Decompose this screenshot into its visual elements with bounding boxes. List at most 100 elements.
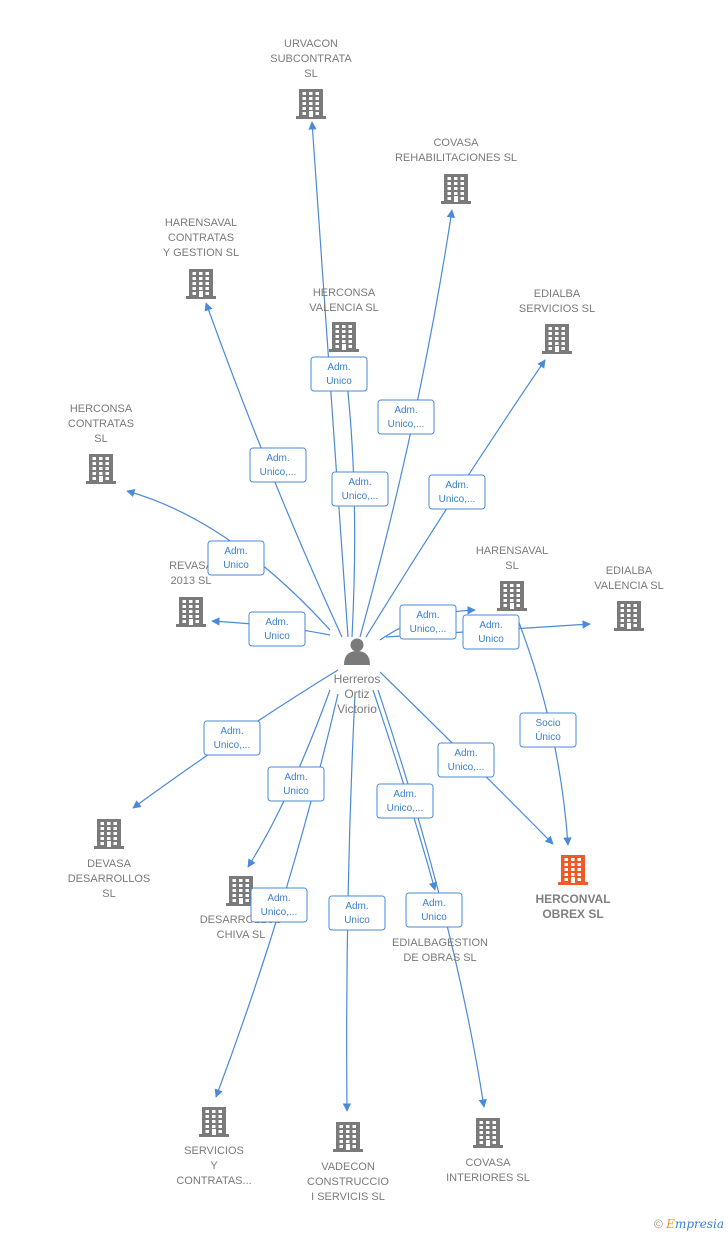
relation-label-line: Adm.: [422, 898, 445, 909]
person-name-line: Victorio: [337, 702, 377, 716]
building-icon: [473, 1118, 503, 1148]
building-icon: [199, 1107, 229, 1137]
company-name-line: HERCONSA: [70, 403, 133, 415]
relation-label-box: [437, 742, 495, 778]
brand-logo-initial: E: [666, 1217, 675, 1231]
relation-label-box: [462, 614, 520, 650]
company-name-line: HARENSAVAL: [165, 217, 237, 229]
person-name-line: Ortiz: [344, 687, 369, 701]
brand-logo-text: mpresia: [674, 1217, 724, 1231]
building-icon: [296, 89, 326, 119]
relation-label-line: Unico: [421, 912, 447, 923]
relation-label-line: Adm.: [284, 772, 307, 783]
relation-label-harensaval-contratas[interactable]: Adm.Unico,...: [249, 447, 307, 483]
company-name-line: Y GESTION SL: [163, 247, 239, 259]
relation-label-vadecon[interactable]: Adm.Unico: [328, 895, 386, 931]
building-icon: [226, 876, 256, 906]
company-name-line: CONTRATAS: [168, 232, 234, 244]
relation-label-herconsa-valencia[interactable]: Adm.Unico,...: [331, 471, 389, 507]
relation-label-edialba-servicios[interactable]: Adm.Unico,...: [428, 474, 486, 510]
company-name-line: EDIALBA: [534, 288, 581, 300]
relation-label-covasa-rehab[interactable]: Adm.Unico,...: [377, 399, 435, 435]
relation-label-line: Unico,...: [214, 740, 251, 751]
building-icon: [441, 174, 471, 204]
copyright-icon: ©: [653, 1217, 663, 1231]
company-name-line: INTERIORES SL: [446, 1172, 530, 1184]
relation-label-servicios-contratas[interactable]: Adm. Unico,...: [250, 887, 308, 923]
person-name-line: Herreros: [334, 672, 381, 686]
company-name-line: DE OBRAS SL: [403, 952, 476, 964]
relation-label-line: Adm.: [348, 477, 371, 488]
relation-label-devasa[interactable]: Adm. Unico,...: [203, 720, 261, 756]
building-icon: [542, 324, 572, 354]
relation-label-line: Adm.: [266, 453, 289, 464]
company-name-line: SL: [304, 68, 317, 80]
relation-label-herconval[interactable]: Adm.Unico,...: [437, 742, 495, 778]
relation-label-urvacon[interactable]: Adm.Unico: [310, 356, 368, 392]
company-node-harensaval-contratas[interactable]: HARENSAVAL CONTRATAS Y GESTION SL: [163, 217, 239, 299]
building-icon: [186, 269, 216, 299]
relation-label-edialba-valencia[interactable]: Adm.Unico: [462, 614, 520, 650]
relation-label-line: Adm.: [454, 748, 477, 759]
relation-label-box: [207, 540, 265, 576]
company-name-line: EDIALBAGESTION: [392, 937, 488, 949]
relation-label-line: Unico: [326, 376, 352, 387]
relation-label-line: Unico,...: [410, 624, 447, 635]
relation-label-revasa[interactable]: Adm.Unico: [248, 611, 306, 647]
company-node-servicios-contratas[interactable]: SERVICIOSYCONTRATAS...: [176, 1107, 252, 1187]
relation-label-line: Unico: [264, 631, 290, 642]
company-name-line: SL: [505, 560, 518, 572]
company-name-line: 2013 SL: [171, 575, 212, 587]
relation-label-line: Adm.: [224, 546, 247, 557]
company-name-line: HERCONVAL: [535, 892, 610, 906]
relation-label-line: Socio: [535, 718, 560, 729]
relation-label-line: Adm.: [220, 726, 243, 737]
person-icon: [344, 638, 370, 665]
relation-label-edialbagestion[interactable]: Adm.Unico,...: [376, 783, 434, 819]
company-name-line: VALENCIA SL: [594, 580, 664, 592]
company-name-line: CONTRATAS...: [176, 1175, 251, 1187]
relation-label-line: Adm.: [394, 405, 417, 416]
relation-label-line: Unico,...: [261, 907, 298, 918]
relation-label-line: Adm.: [267, 893, 290, 904]
relation-label-line: Adm.: [393, 789, 416, 800]
relation-label-box: [331, 471, 389, 507]
building-icon: [329, 322, 359, 352]
relation-label-line: Unico: [478, 634, 504, 645]
brand-logo: Empresia: [666, 1217, 724, 1231]
relation-label-box: [310, 356, 368, 392]
relation-label-box: [399, 604, 457, 640]
relation-label-harensaval[interactable]: Adm.Unico,...: [399, 604, 457, 640]
relation-label-desarrollos-chiva[interactable]: Adm.Unico: [267, 766, 325, 802]
relation-label-line: Unico,...: [439, 494, 476, 505]
company-name-line: SERVICIOS: [184, 1145, 244, 1157]
company-name-line: COVASA: [465, 1157, 511, 1169]
company-node-covasa-interiores[interactable]: COVASA INTERIORES SL: [446, 1118, 530, 1184]
relation-label-box: [248, 611, 306, 647]
relation-label-covasa-interiores[interactable]: Adm. Unico: [405, 892, 463, 928]
relation-label-box: [376, 783, 434, 819]
building-icon: [176, 597, 206, 627]
building-icon: [614, 601, 644, 631]
company-name-line: CONTRATAS: [68, 418, 134, 430]
building-icon: [497, 581, 527, 611]
relation-label-box: [519, 712, 577, 748]
relation-label-herconsa-contratas[interactable]: Adm.Unico: [207, 540, 265, 576]
building-icon: [94, 819, 124, 849]
company-name-line: COVASA: [433, 137, 479, 149]
